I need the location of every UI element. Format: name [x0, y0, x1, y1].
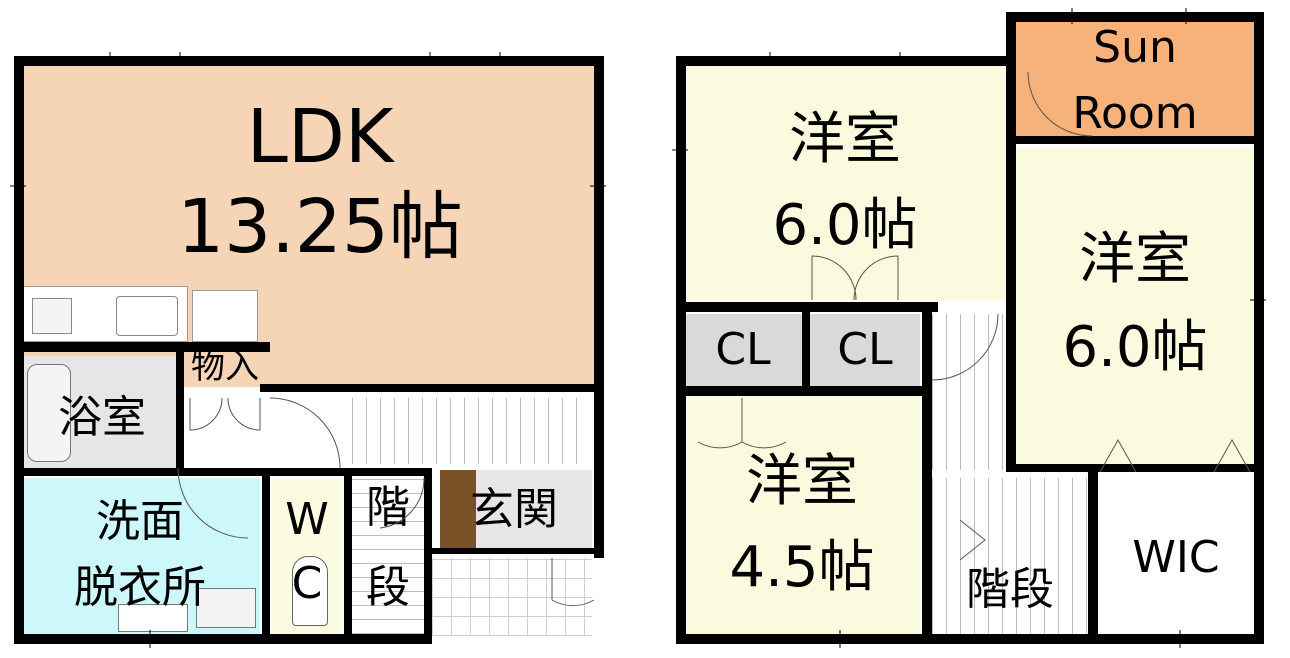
closet-1	[684, 314, 802, 386]
hall-2f	[932, 314, 1006, 470]
wall	[262, 468, 270, 638]
stairs-1f-label-line1: 階	[366, 482, 410, 533]
closet-2	[810, 314, 920, 386]
washroom-label-line2: 脱衣所	[74, 562, 206, 613]
wall	[802, 306, 810, 390]
room-b-name-label: 洋室	[1079, 227, 1191, 292]
wic-room	[1098, 478, 1254, 634]
entrance-label: 玄関	[470, 484, 558, 535]
wall	[1006, 12, 1262, 22]
western-room-a	[684, 64, 1006, 300]
washer-space	[118, 604, 188, 632]
stove-icon	[32, 298, 72, 334]
bath-label: 浴室	[58, 392, 146, 443]
hallway-flooring	[352, 398, 588, 464]
closet-2-label: CL	[837, 324, 893, 375]
wall	[1254, 12, 1264, 644]
wall	[14, 342, 270, 352]
wc-label-line2: C	[291, 558, 323, 609]
wall	[1006, 12, 1016, 472]
room-a-name-label: 洋室	[789, 107, 901, 172]
wall	[1088, 468, 1098, 638]
fridge-space	[192, 290, 258, 342]
wall	[424, 468, 432, 638]
storage-label: 物入	[191, 347, 259, 387]
bathtub-icon	[27, 364, 71, 462]
room-c-name-label: 洋室	[746, 449, 858, 514]
wall	[922, 302, 932, 638]
wall	[1006, 464, 1262, 472]
wall	[676, 634, 1264, 644]
stairs-2f	[932, 478, 1088, 634]
sunroom-label-line1: Sun	[1093, 22, 1177, 73]
wall	[676, 386, 932, 396]
wall	[14, 56, 604, 66]
wall	[676, 56, 686, 644]
washroom-label-line1: 洗面	[96, 496, 184, 547]
western-room-b	[1016, 148, 1254, 464]
wall	[260, 384, 596, 392]
wall	[432, 548, 602, 554]
ldk-name-label: LDK	[246, 94, 394, 180]
wall	[676, 56, 1014, 66]
wall	[344, 468, 352, 638]
washbasin-icon	[196, 588, 256, 628]
wc-label-line1: W	[285, 494, 329, 545]
ldk-size-label: 13.25帖	[177, 184, 463, 270]
room-b-size-label: 6.0帖	[1062, 315, 1208, 380]
wic-label: WIC	[1132, 532, 1220, 583]
genkan-hall	[476, 470, 592, 548]
stairs-2f-label: 階段	[966, 564, 1054, 615]
wall	[14, 634, 432, 644]
sink-icon	[116, 296, 178, 336]
toilet-icon	[292, 556, 328, 626]
room-c-size-label: 4.5帖	[729, 535, 875, 600]
closet-1-label: CL	[715, 324, 771, 375]
room-a-size-label: 6.0帖	[772, 193, 918, 258]
wall	[176, 352, 184, 472]
storage-room	[186, 394, 268, 468]
wall	[1014, 136, 1258, 144]
wall	[14, 468, 426, 476]
genkan-step	[440, 470, 476, 548]
sunroom-label-line2: Room	[1072, 88, 1198, 139]
stairs-1f-label-line2: 段	[366, 562, 410, 613]
wall	[594, 56, 604, 558]
genkan-tiles	[432, 558, 592, 636]
